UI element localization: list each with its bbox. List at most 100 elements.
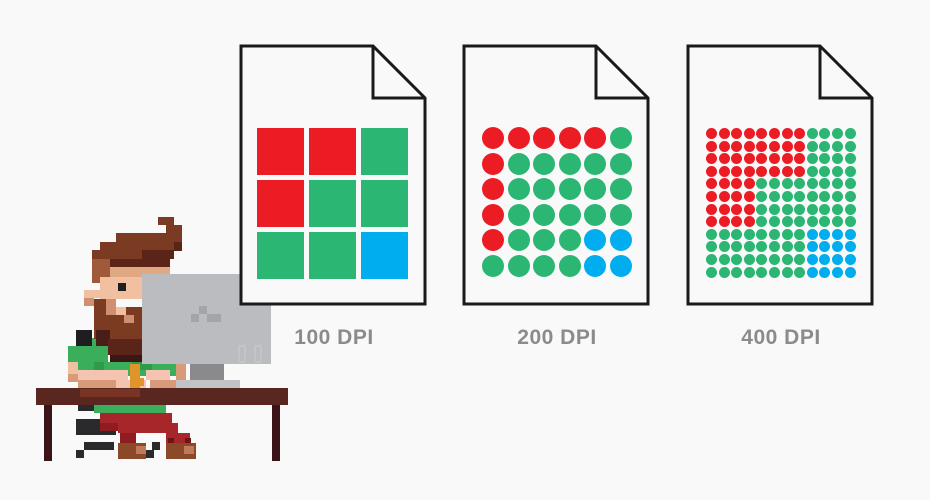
color-dot <box>794 266 806 278</box>
color-dot <box>819 153 831 165</box>
color-dot <box>831 228 843 240</box>
color-dot <box>781 190 793 202</box>
color-dot <box>756 190 768 202</box>
color-dot <box>806 140 818 152</box>
color-dot <box>718 178 730 190</box>
color-dot <box>794 140 806 152</box>
color-dot <box>731 153 743 165</box>
color-dot <box>756 153 768 165</box>
color-dot <box>706 153 717 165</box>
document-400dpi <box>686 44 874 306</box>
color-dot <box>706 140 717 152</box>
pixel-grid <box>706 128 856 278</box>
color-dot <box>609 229 632 251</box>
color-dot <box>768 228 780 240</box>
color-dot <box>706 228 717 240</box>
color-dot <box>706 190 717 202</box>
color-dot <box>706 241 717 253</box>
color-dot <box>794 190 806 202</box>
color-dot <box>706 216 717 228</box>
color-dot <box>558 178 581 200</box>
color-dot <box>756 128 768 139</box>
color-dot <box>781 203 793 215</box>
pixel-grid <box>257 128 408 279</box>
color-dot <box>743 140 755 152</box>
dpi-label-100: 100 DPI <box>294 326 374 349</box>
color-dot <box>731 241 743 253</box>
color-pixel <box>361 180 408 227</box>
color-dot <box>794 128 806 139</box>
color-dot <box>706 178 717 190</box>
color-dot <box>482 178 504 200</box>
color-pixel <box>361 128 408 175</box>
color-dot <box>756 228 768 240</box>
color-dot <box>844 153 856 165</box>
color-dot <box>768 190 780 202</box>
color-dot <box>756 140 768 152</box>
color-dot <box>743 153 755 165</box>
color-dot <box>731 266 743 278</box>
color-pixel <box>257 128 304 175</box>
color-dot <box>507 178 530 200</box>
color-dot <box>743 165 755 177</box>
color-dot <box>831 140 843 152</box>
color-dot <box>844 140 856 152</box>
color-dot <box>533 254 555 277</box>
color-dot <box>806 203 818 215</box>
color-dot <box>743 128 755 139</box>
color-dot <box>806 153 818 165</box>
color-dot <box>706 203 717 215</box>
color-dot <box>507 152 530 175</box>
color-dot <box>781 228 793 240</box>
color-dot <box>756 165 768 177</box>
color-dot <box>718 203 730 215</box>
color-dot <box>768 153 780 165</box>
color-dot <box>831 153 843 165</box>
dpi-label-200: 200 DPI <box>517 326 597 349</box>
color-pixel <box>309 128 356 175</box>
color-dot <box>743 253 755 265</box>
color-dot <box>819 253 831 265</box>
color-dot <box>743 190 755 202</box>
color-dot <box>584 178 606 200</box>
color-dot <box>706 253 717 265</box>
color-dot <box>558 229 581 251</box>
color-dot <box>844 241 856 253</box>
color-dot <box>609 127 632 149</box>
color-dot <box>558 127 581 149</box>
color-dot <box>806 241 818 253</box>
color-dot <box>718 153 730 165</box>
color-dot <box>831 266 843 278</box>
color-dot <box>831 128 843 139</box>
color-dot <box>743 203 755 215</box>
color-pixel <box>309 232 356 279</box>
color-dot <box>831 165 843 177</box>
color-dot <box>768 203 780 215</box>
color-dot <box>768 253 780 265</box>
color-dot <box>609 203 632 226</box>
color-dot <box>507 254 530 277</box>
color-dot <box>507 203 530 226</box>
color-pixel <box>257 232 304 279</box>
pixel-art-person-at-computer <box>36 217 288 461</box>
color-dot <box>806 128 818 139</box>
color-dot <box>482 254 504 277</box>
color-dot <box>794 153 806 165</box>
color-dot <box>558 203 581 226</box>
color-dot <box>731 165 743 177</box>
color-dot <box>718 216 730 228</box>
color-dot <box>819 266 831 278</box>
color-dot <box>533 229 555 251</box>
color-dot <box>584 127 606 149</box>
color-dot <box>706 165 717 177</box>
color-dot <box>819 228 831 240</box>
dpi-label-400: 400 DPI <box>741 326 821 349</box>
color-dot <box>819 216 831 228</box>
color-dot <box>743 228 755 240</box>
color-dot <box>756 253 768 265</box>
color-dot <box>482 152 504 175</box>
pixel-grid <box>482 127 632 277</box>
color-dot <box>743 216 755 228</box>
color-dot <box>781 165 793 177</box>
color-pixel <box>361 232 408 279</box>
